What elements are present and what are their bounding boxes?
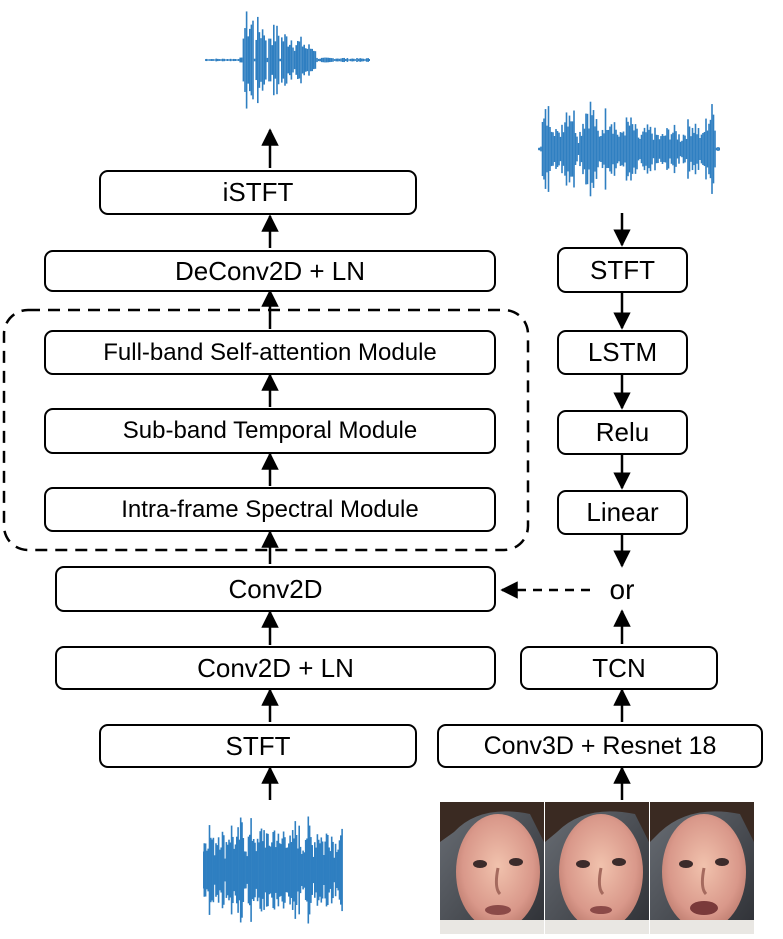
output-waveform-icon <box>205 11 370 109</box>
intra-frame-spectral-box: Intra-frame Spectral Module <box>44 487 496 532</box>
conv2d-box: Conv2D <box>55 566 496 612</box>
full-band-self-attention-box: Full-band Self-attention Module <box>44 330 496 375</box>
lstm-box: LSTM <box>557 330 688 375</box>
istft-box: iSTFT <box>99 170 417 215</box>
dashed-module-group <box>2 308 530 552</box>
reference-waveform-icon <box>538 101 720 197</box>
face-frames <box>440 802 754 934</box>
or-label: or <box>609 574 635 605</box>
stft-input-box: STFT <box>99 724 417 768</box>
sub-band-temporal-box: Sub-band Temporal Module <box>44 408 496 454</box>
deconv2d-ln-box: DeConv2D + LN <box>44 250 496 292</box>
conv3d-resnet18-box: Conv3D + Resnet 18 <box>437 724 763 768</box>
conv2d-ln-box: Conv2D + LN <box>55 646 496 690</box>
face-photo-strip <box>440 802 754 934</box>
linear-box: Linear <box>557 490 688 535</box>
ref-stft-box: STFT <box>557 247 688 293</box>
tcn-box: TCN <box>520 646 718 690</box>
input-waveform-icon <box>203 816 343 924</box>
relu-box: Relu <box>557 410 688 455</box>
